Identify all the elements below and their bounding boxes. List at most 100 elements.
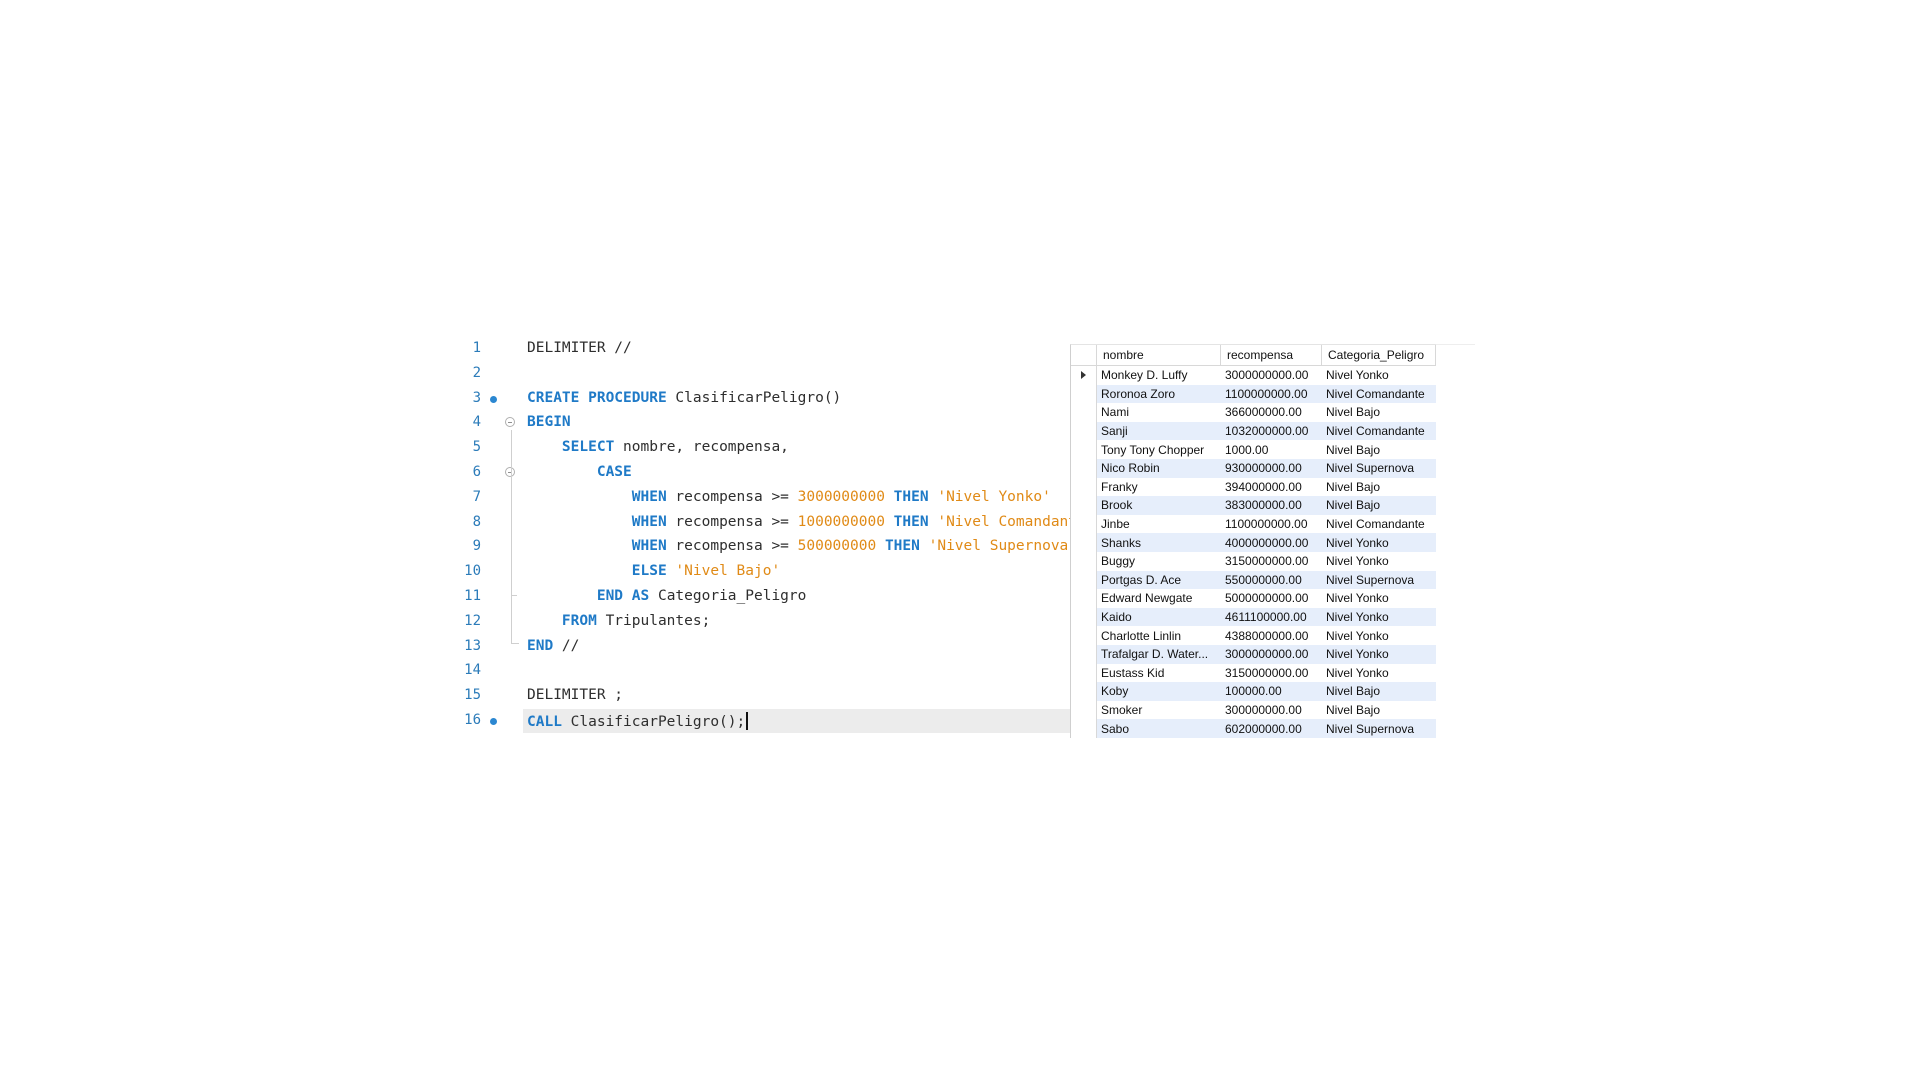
code-line-2[interactable]: 2: [455, 362, 1070, 386]
cell-recompensa[interactable]: 366000000.00: [1225, 405, 1302, 420]
row-selector[interactable]: [1071, 421, 1097, 441]
cell-recompensa[interactable]: 300000000.00: [1225, 702, 1302, 717]
table-row[interactable]: Buggy 3150000000.00 Nivel Yonko: [1071, 551, 1436, 571]
cell-categoria[interactable]: Nivel Comandante: [1322, 421, 1436, 441]
row-selector[interactable]: [1071, 551, 1097, 571]
cell-categoria[interactable]: Nivel Yonko: [1326, 665, 1389, 680]
cell-recompensa[interactable]: 1100000000.00: [1225, 517, 1308, 532]
code-line-11[interactable]: 11 END AS Categoria_Peligro: [455, 585, 1070, 609]
cell-nombre[interactable]: Kaido: [1097, 607, 1221, 627]
cell-categoria[interactable]: Nivel Yonko: [1326, 368, 1389, 383]
cell-recompensa[interactable]: 4388000000.00: [1225, 628, 1309, 643]
table-row[interactable]: Eustass Kid 3150000000.00 Nivel Yonko: [1071, 663, 1436, 683]
code-line-4[interactable]: 4 BEGIN: [455, 411, 1070, 435]
cell-recompensa[interactable]: 1100000000.00: [1221, 384, 1322, 404]
code-line-1[interactable]: 1 DELIMITER //: [455, 337, 1070, 361]
cell-categoria[interactable]: Nivel Bajo: [1322, 496, 1436, 515]
cell-nombre[interactable]: Smoker: [1101, 702, 1143, 717]
cell-categoria[interactable]: Nivel Supernova: [1322, 458, 1436, 478]
table-row[interactable]: Tony Tony Chopper 1000.00 Nivel Bajo: [1071, 440, 1436, 459]
row-selector[interactable]: [1071, 458, 1097, 478]
row-selector[interactable]: [1071, 719, 1097, 738]
code-line-10[interactable]: 10 ELSE 'Nivel Bajo': [455, 560, 1070, 584]
row-selector[interactable]: [1071, 403, 1097, 422]
cell-categoria[interactable]: Nivel Yonko: [1322, 533, 1436, 552]
cell-recompensa[interactable]: 100000.00: [1221, 682, 1322, 701]
cell-categoria[interactable]: Nivel Yonko: [1326, 554, 1389, 569]
cell-categoria[interactable]: Nivel Bajo: [1322, 682, 1436, 701]
row-selector[interactable]: [1071, 570, 1097, 590]
row-selector[interactable]: [1071, 514, 1097, 534]
column-header-nombre[interactable]: nombre: [1097, 345, 1221, 365]
cell-nombre[interactable]: Tony Tony Chopper: [1101, 442, 1205, 457]
cell-nombre[interactable]: Shanks: [1097, 533, 1221, 552]
cell-categoria[interactable]: Nivel Supernova: [1322, 570, 1436, 590]
cell-nombre[interactable]: Nami: [1101, 405, 1130, 420]
cell-categoria[interactable]: Nivel Yonko: [1326, 591, 1389, 606]
row-selector[interactable]: [1071, 626, 1097, 645]
code-line-14[interactable]: 14: [455, 659, 1070, 683]
row-selector[interactable]: [1071, 477, 1097, 497]
cell-nombre[interactable]: Koby: [1097, 682, 1221, 701]
cell-recompensa[interactable]: 3150000000.00: [1225, 665, 1309, 680]
table-row[interactable]: Monkey D. Luffy 3000000000.00 Nivel Yonko: [1071, 366, 1436, 385]
code-line-12[interactable]: 12 FROM Tripulantes;: [455, 610, 1070, 634]
row-selector[interactable]: [1071, 607, 1097, 627]
row-selector[interactable]: [1071, 644, 1097, 664]
table-row[interactable]: Charlotte Linlin 4388000000.00 Nivel Yonko: [1071, 626, 1436, 645]
cell-nombre[interactable]: Charlotte Linlin: [1101, 628, 1182, 643]
row-selector[interactable]: [1071, 589, 1097, 608]
cell-recompensa[interactable]: 930000000.00: [1221, 458, 1322, 478]
sql-editor[interactable]: 1 DELIMITER // 2 3 CREATE PROCEDURE Clas…: [455, 337, 1095, 737]
row-selector[interactable]: [1071, 366, 1097, 385]
row-selector-header[interactable]: [1071, 345, 1097, 365]
code-line-8[interactable]: 8 WHEN recompensa >= 1000000000 THEN 'Ni…: [455, 511, 1095, 535]
cell-categoria[interactable]: Nivel Bajo: [1326, 442, 1381, 457]
code-line-9[interactable]: 9 WHEN recompensa >= 500000000 THEN 'Niv…: [455, 535, 1077, 559]
fold-collapse-icon[interactable]: [505, 417, 515, 428]
cell-recompensa[interactable]: 1000.00: [1225, 442, 1269, 457]
cell-categoria[interactable]: Nivel Supernova: [1322, 719, 1436, 738]
cell-recompensa[interactable]: 3000000000.00: [1225, 368, 1309, 383]
cell-categoria[interactable]: Nivel Yonko: [1326, 628, 1389, 643]
column-header-categoria[interactable]: Categoria_Peligro: [1322, 345, 1436, 365]
cell-categoria[interactable]: Nivel Comandante: [1322, 384, 1436, 404]
cell-nombre[interactable]: Buggy: [1101, 554, 1136, 569]
cell-recompensa[interactable]: 1032000000.00: [1221, 421, 1322, 441]
cell-nombre[interactable]: Sabo: [1097, 719, 1221, 738]
cell-nombre[interactable]: Eustass Kid: [1101, 665, 1165, 680]
cell-recompensa[interactable]: 602000000.00: [1221, 719, 1322, 738]
cell-nombre[interactable]: Jinbe: [1101, 517, 1130, 532]
cell-nombre[interactable]: Nico Robin: [1097, 458, 1221, 478]
code-line-3[interactable]: 3 CREATE PROCEDURE ClasificarPeligro(): [455, 387, 1070, 411]
cell-categoria[interactable]: Nivel Yonko: [1322, 644, 1436, 664]
cell-recompensa[interactable]: 394000000.00: [1225, 479, 1302, 494]
row-selector[interactable]: [1071, 496, 1097, 515]
row-selector[interactable]: [1071, 663, 1097, 683]
cell-recompensa[interactable]: 5000000000.00: [1225, 591, 1309, 606]
result-grid[interactable]: nombre recompensa Categoria_Peligro Monk…: [1070, 344, 1436, 738]
code-line-13[interactable]: 13 END //: [455, 635, 1070, 659]
cell-nombre[interactable]: Edward Newgate: [1101, 591, 1193, 606]
code-line-15[interactable]: 15 DELIMITER ;: [455, 684, 1070, 708]
cell-nombre[interactable]: Trafalgar D. Water...: [1097, 644, 1221, 664]
code-line-5[interactable]: 5 SELECT nombre, recompensa,: [455, 436, 1070, 460]
cell-recompensa[interactable]: 3150000000.00: [1225, 554, 1309, 569]
cell-nombre[interactable]: Monkey D. Luffy: [1101, 368, 1188, 383]
code-line-6[interactable]: 6 CASE: [455, 461, 1070, 485]
row-selector[interactable]: [1071, 440, 1097, 459]
code-line-16-current[interactable]: 16 CALL ClasificarPeligro();: [464, 709, 1070, 733]
row-selector[interactable]: [1071, 682, 1097, 701]
row-selector[interactable]: [1071, 384, 1097, 404]
